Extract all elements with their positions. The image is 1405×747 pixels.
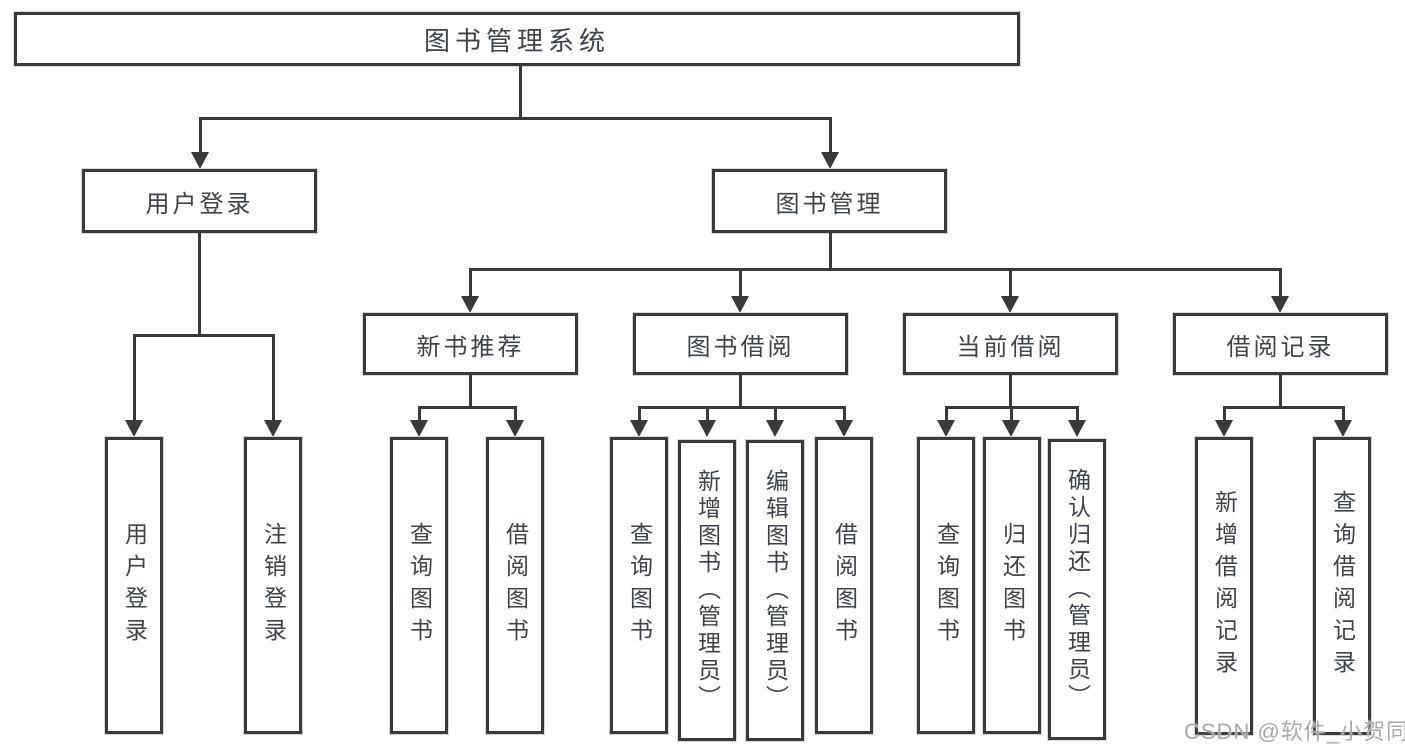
arrowhead	[1334, 420, 1352, 437]
arrowhead	[264, 420, 282, 437]
arrowhead	[1271, 296, 1289, 313]
leaf-edit-book-admin: 编辑图书（管理员）	[746, 440, 804, 741]
arrowhead	[630, 420, 648, 437]
connector	[774, 406, 777, 424]
leaf-query-borrow-record: 查询借阅记录	[1313, 437, 1371, 735]
arrowhead	[410, 420, 428, 437]
arrowhead	[766, 420, 784, 437]
node-new-book-recommendation: 新书推荐	[363, 313, 578, 375]
watermark: CSDN @软件_小贺同学	[1184, 719, 1405, 744]
connector	[133, 334, 136, 422]
connector	[638, 406, 641, 424]
node-user-login: 用户登录	[82, 169, 317, 233]
leaf-borrow-books-borrowing: 借阅图书	[815, 437, 873, 734]
connector	[519, 65, 522, 119]
arrowhead	[1002, 420, 1020, 437]
connector	[514, 406, 517, 424]
arrowhead	[1001, 296, 1019, 313]
node-book-management: 图书管理	[712, 169, 947, 233]
leaf-return-books: 归还图书	[983, 437, 1041, 734]
connector	[1076, 406, 1079, 424]
connector	[843, 406, 846, 424]
connector	[739, 375, 742, 409]
connector	[1223, 406, 1345, 409]
connector	[638, 406, 846, 409]
connector	[1279, 375, 1282, 409]
arrowhead	[1068, 420, 1086, 437]
connector	[272, 334, 275, 422]
connector	[1009, 268, 1012, 298]
connector	[945, 406, 948, 424]
connector	[133, 334, 274, 337]
connector	[1010, 406, 1013, 424]
connector	[1279, 268, 1282, 298]
node-book-borrowing: 图书借阅	[633, 313, 848, 375]
arrowhead	[698, 420, 716, 437]
connector	[829, 233, 832, 271]
node-library-management-system: 图书管理系统	[14, 12, 1020, 66]
arrowhead	[821, 152, 839, 169]
leaf-user-login: 用户登录	[105, 437, 163, 734]
leaf-query-books-borrowing: 查询图书	[610, 437, 668, 734]
connector	[469, 268, 472, 298]
node-current-borrowing: 当前借阅	[903, 313, 1118, 375]
connector	[198, 233, 201, 337]
leaf-logout-login: 注销登录	[244, 437, 302, 734]
connector	[1009, 375, 1012, 409]
node-borrowing-records: 借阅记录	[1173, 313, 1388, 375]
connector	[469, 375, 472, 409]
connector	[418, 406, 421, 424]
connector	[1223, 406, 1226, 424]
leaf-add-borrow-record: 新增借阅记录	[1195, 437, 1253, 735]
arrowhead	[937, 420, 955, 437]
arrowhead	[1215, 420, 1233, 437]
arrowhead	[506, 420, 524, 437]
leaf-query-books-current: 查询图书	[917, 437, 975, 734]
leaf-borrow-books-recommend: 借阅图书	[486, 437, 544, 734]
connector	[418, 406, 517, 409]
leaf-query-books-recommend: 查询图书	[390, 437, 448, 734]
arrowhead	[731, 296, 749, 313]
connector	[469, 268, 1281, 271]
arrowhead	[191, 152, 209, 169]
leaf-confirm-return-admin: 确认归还（管理员）	[1048, 439, 1106, 740]
arrowhead	[461, 296, 479, 313]
connector	[1342, 406, 1345, 424]
connector	[199, 117, 202, 154]
leaf-add-book-admin: 新增图书（管理员）	[678, 440, 736, 741]
arrowhead	[835, 420, 853, 437]
connector	[199, 117, 831, 120]
arrowhead	[125, 420, 143, 437]
connector	[706, 406, 709, 424]
connector	[739, 268, 742, 298]
connector	[829, 117, 832, 154]
